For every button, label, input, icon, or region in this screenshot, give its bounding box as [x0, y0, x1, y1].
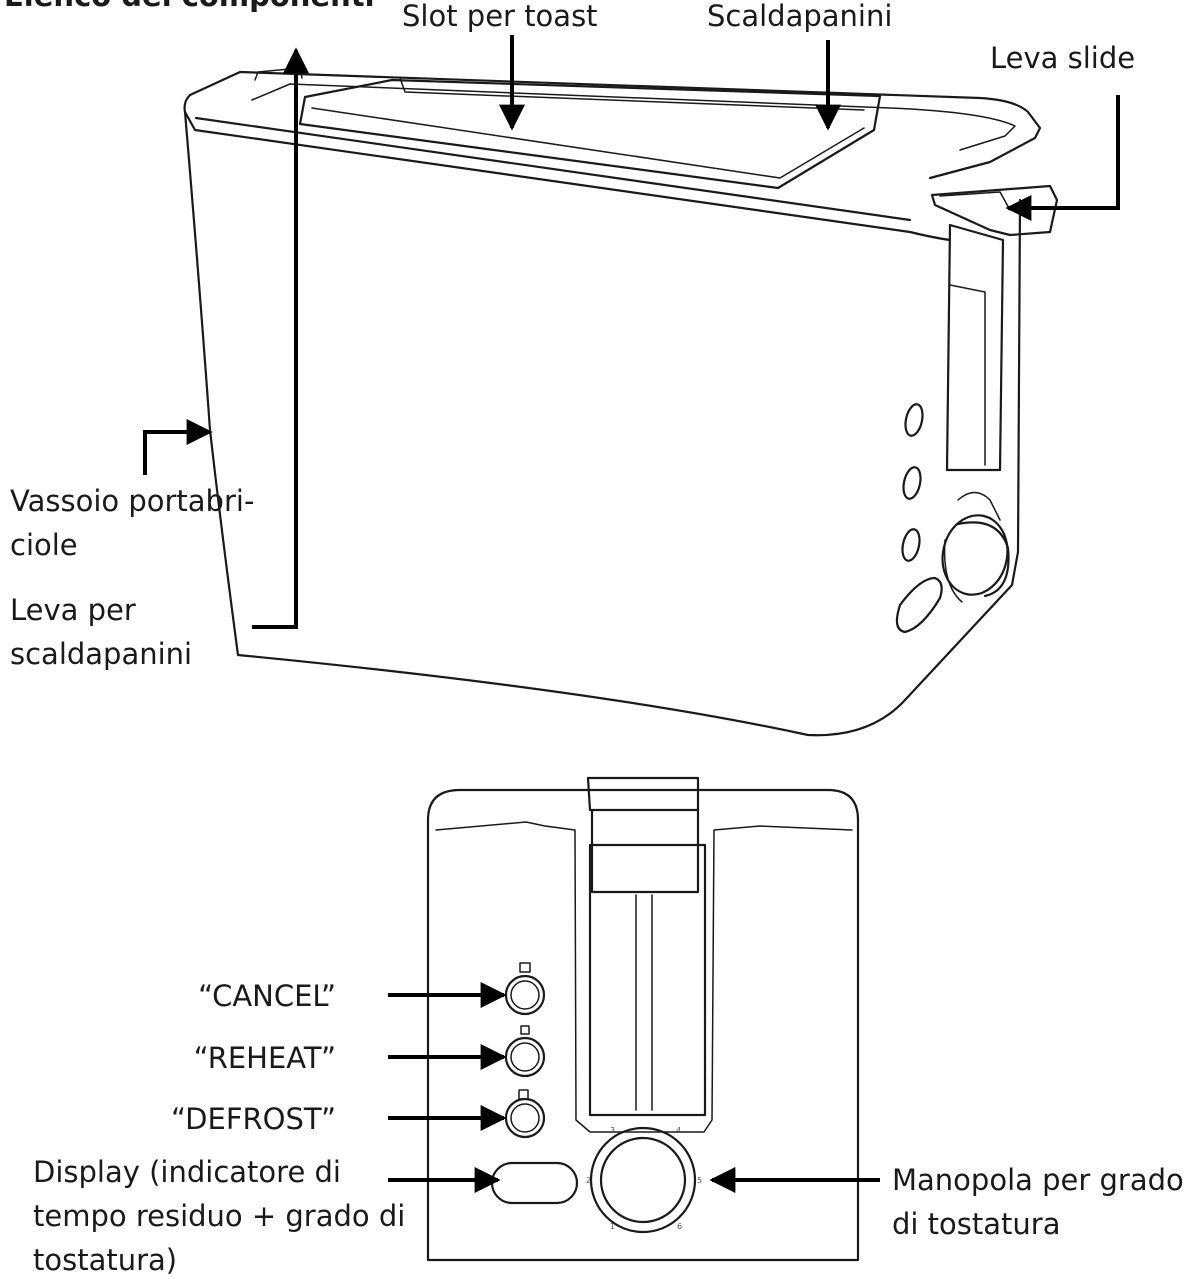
label-leva-scaldapanini-line2: scaldapanini: [10, 637, 193, 671]
label-leva-scaldapanini: Leva per scaldapanini: [10, 588, 192, 676]
toaster-side-view: [426, 776, 860, 1262]
label-manopola-line1: Manopola per grado: [892, 1163, 1184, 1197]
label-vassoio-line2: ciole: [10, 528, 78, 562]
label-leva-slide: Leva slide: [990, 41, 1136, 75]
dial-tick-5: 5: [697, 1176, 703, 1185]
label-reheat: “REHEAT”: [193, 1041, 336, 1075]
label-display-line1: Display (indicatore di: [33, 1155, 341, 1189]
toaster-body-top-view: [183, 67, 1059, 737]
label-leva-scaldapanini-line1: Leva per: [10, 593, 136, 627]
heading-cropped: Elenco dei componenti: [4, 0, 375, 18]
dial-tick-4: 4: [676, 1126, 682, 1135]
label-manopola: Manopola per grado di tostatura: [892, 1158, 1184, 1246]
pointer-arrows: [143, 35, 1120, 1193]
dial-tick-6: 6: [677, 1222, 683, 1231]
label-manopola-line2: di tostatura: [892, 1207, 1061, 1241]
label-display: Display (indicatore di tempo residuo + g…: [33, 1150, 405, 1279]
label-display-line3: tostatura): [33, 1243, 178, 1277]
label-display-line2: tempo residuo + grado di: [33, 1199, 406, 1233]
dial-tick-1: 1: [610, 1222, 616, 1231]
dial-tick-2: 2: [586, 1176, 592, 1185]
label-vassoio: Vassoio portabri- ciole: [10, 479, 254, 567]
label-defrost: “DEFROST”: [171, 1102, 336, 1136]
label-cancel: “CANCEL”: [198, 979, 336, 1013]
label-scaldapanini: Scaldapanini: [707, 0, 893, 33]
label-slot-per-toast: Slot per toast: [402, 0, 598, 33]
dial-tick-3: 3: [610, 1126, 616, 1135]
label-vassoio-line1: Vassoio portabri-: [10, 484, 255, 518]
